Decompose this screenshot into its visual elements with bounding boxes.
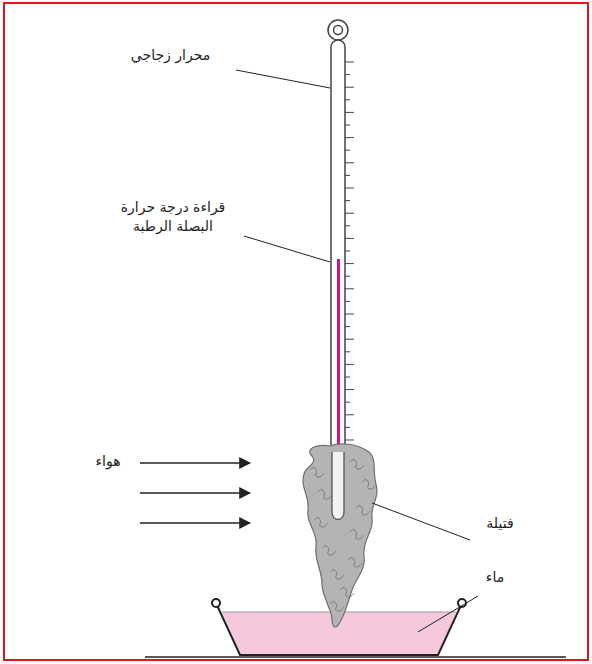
wick-curl bbox=[318, 490, 332, 499]
wick-curl bbox=[350, 530, 364, 539]
thermometer-ring-hole bbox=[334, 26, 343, 35]
scale-tick bbox=[345, 112, 354, 113]
scale-tick bbox=[345, 175, 350, 176]
scale-tick bbox=[345, 288, 354, 289]
scale-tick bbox=[345, 414, 354, 415]
wick-curl bbox=[356, 506, 370, 515]
wick-curl bbox=[330, 602, 344, 611]
wick-curl bbox=[348, 558, 362, 567]
thermometer-bulb bbox=[332, 452, 344, 520]
liquid-column bbox=[337, 259, 340, 452]
frame bbox=[4, 3, 588, 660]
scale-tick bbox=[345, 225, 350, 226]
scale-tick bbox=[345, 200, 350, 201]
scale-tick bbox=[345, 213, 354, 214]
scale-tick bbox=[345, 263, 354, 264]
scale-tick bbox=[345, 162, 354, 163]
wick-curl bbox=[362, 480, 376, 489]
scale-tick bbox=[345, 339, 354, 340]
scale-tick bbox=[345, 74, 350, 75]
part-label: فتيلة bbox=[470, 514, 530, 533]
thermometer-tube bbox=[331, 40, 345, 510]
air-arrow bbox=[140, 492, 250, 494]
air-arrow bbox=[140, 522, 250, 524]
scale-tick bbox=[345, 301, 350, 302]
part-label: قراءة درجة حرارة البصلة الرطبة bbox=[108, 198, 238, 236]
scale-tick bbox=[345, 351, 350, 352]
ground-line bbox=[145, 656, 566, 658]
wick-curl bbox=[330, 570, 344, 579]
thermometer-ring bbox=[328, 20, 348, 40]
scale-tick bbox=[345, 276, 350, 277]
scale-tick bbox=[345, 238, 354, 239]
leader-line bbox=[418, 596, 478, 632]
scale-tick bbox=[345, 87, 354, 88]
wick-curl bbox=[340, 588, 354, 597]
wick-curl bbox=[310, 468, 324, 477]
scale-tick bbox=[345, 326, 350, 327]
scale-ticks bbox=[345, 62, 354, 440]
scale-tick bbox=[345, 440, 354, 441]
scale-tick bbox=[345, 150, 350, 151]
scale-tick bbox=[345, 314, 354, 315]
part-label: هواء bbox=[78, 452, 138, 471]
scale-tick bbox=[345, 402, 350, 403]
part-label: ماء bbox=[470, 568, 520, 587]
air-arrow bbox=[140, 462, 250, 464]
leader-line bbox=[372, 503, 470, 540]
scale-tick bbox=[345, 251, 350, 252]
leader-line bbox=[244, 236, 330, 262]
scale-tick bbox=[345, 62, 354, 63]
scale-tick bbox=[345, 377, 350, 378]
wick bbox=[303, 444, 377, 627]
wick-curl bbox=[322, 546, 336, 555]
wick-curl bbox=[314, 518, 328, 527]
part-label: محرار زجاجي bbox=[108, 46, 233, 65]
wick-curl bbox=[350, 460, 364, 469]
scale-tick bbox=[345, 137, 354, 138]
scale-tick bbox=[345, 188, 354, 189]
scale-tick bbox=[345, 389, 354, 390]
container-handle bbox=[212, 599, 220, 607]
leader-line bbox=[236, 70, 330, 88]
scale-tick bbox=[345, 364, 354, 365]
scale-tick bbox=[345, 427, 350, 428]
scale-tick bbox=[345, 99, 350, 100]
scale-tick bbox=[345, 125, 350, 126]
